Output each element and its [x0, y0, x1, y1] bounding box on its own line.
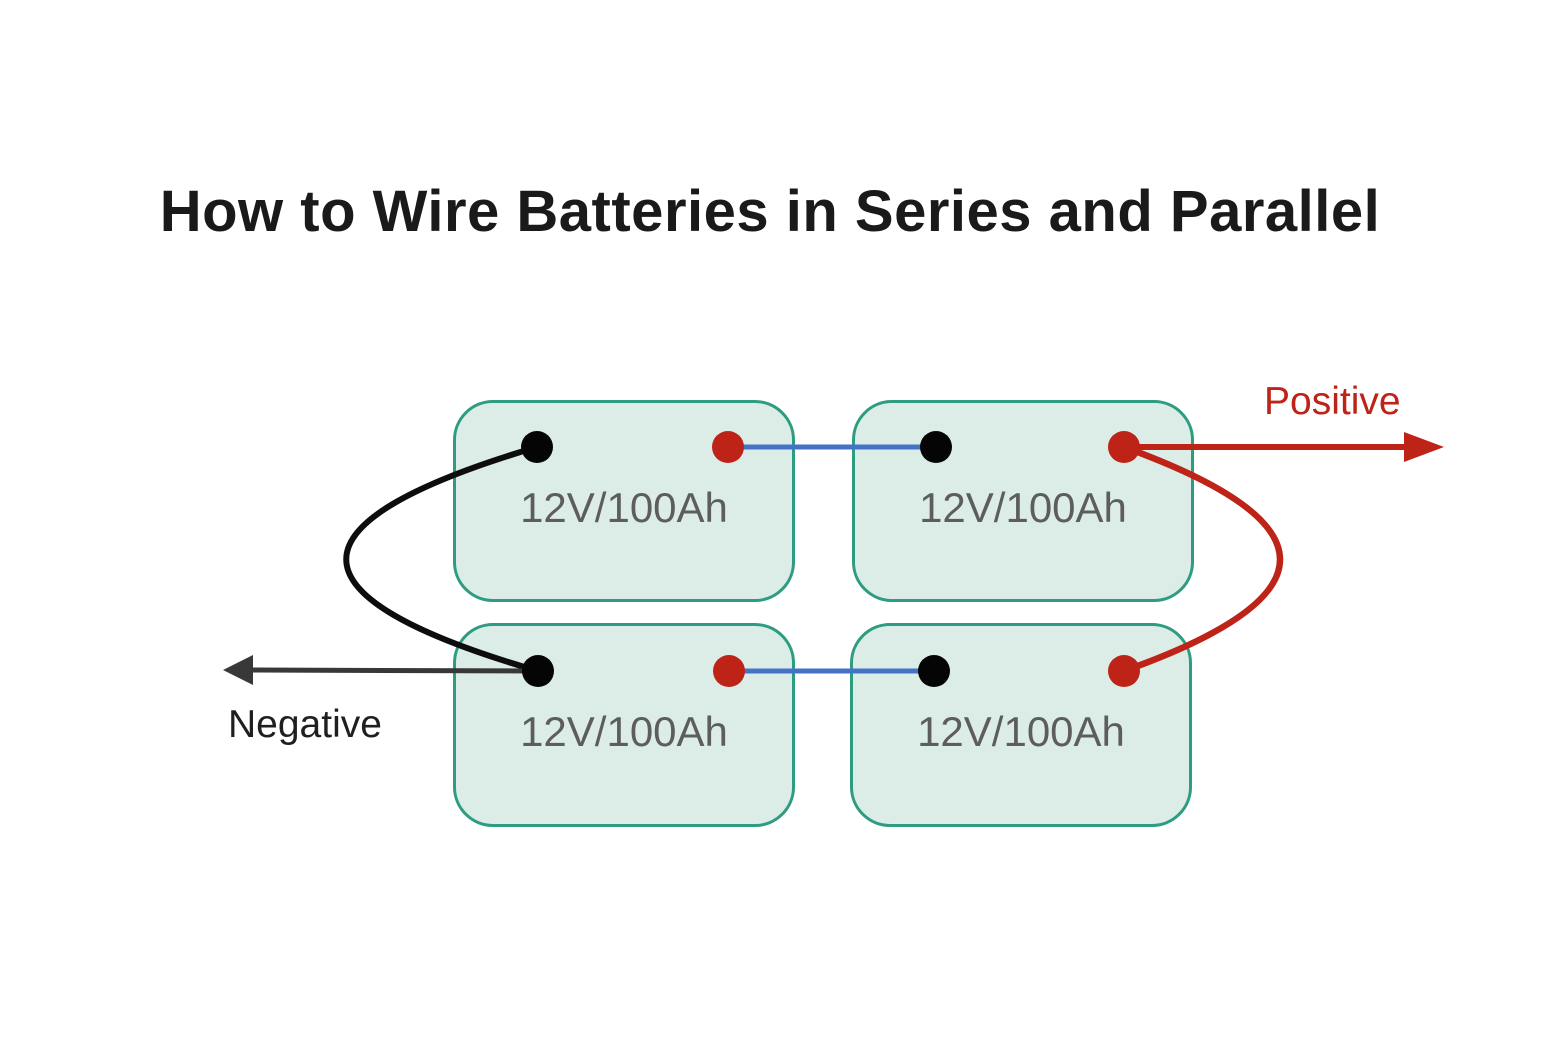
battery-bottom-left: 12V/100Ah: [453, 623, 795, 827]
diagram-title: How to Wire Batteries in Series and Para…: [159, 179, 1381, 244]
battery-bottom-right: 12V/100Ah: [850, 623, 1192, 827]
right-arrow-icon: [1404, 432, 1444, 462]
battery-label: 12V/100Ah: [520, 708, 728, 755]
negative-label: Negative: [228, 703, 382, 746]
battery-label: 12V/100Ah: [917, 708, 1125, 755]
battery-top-right: 12V/100Ah: [852, 400, 1194, 602]
positive-label: Positive: [1264, 380, 1401, 423]
battery-label: 12V/100Ah: [919, 484, 1127, 531]
battery-label: 12V/100Ah: [520, 484, 728, 531]
left-arrow-icon: [223, 655, 253, 685]
battery-top-left: 12V/100Ah: [453, 400, 795, 602]
